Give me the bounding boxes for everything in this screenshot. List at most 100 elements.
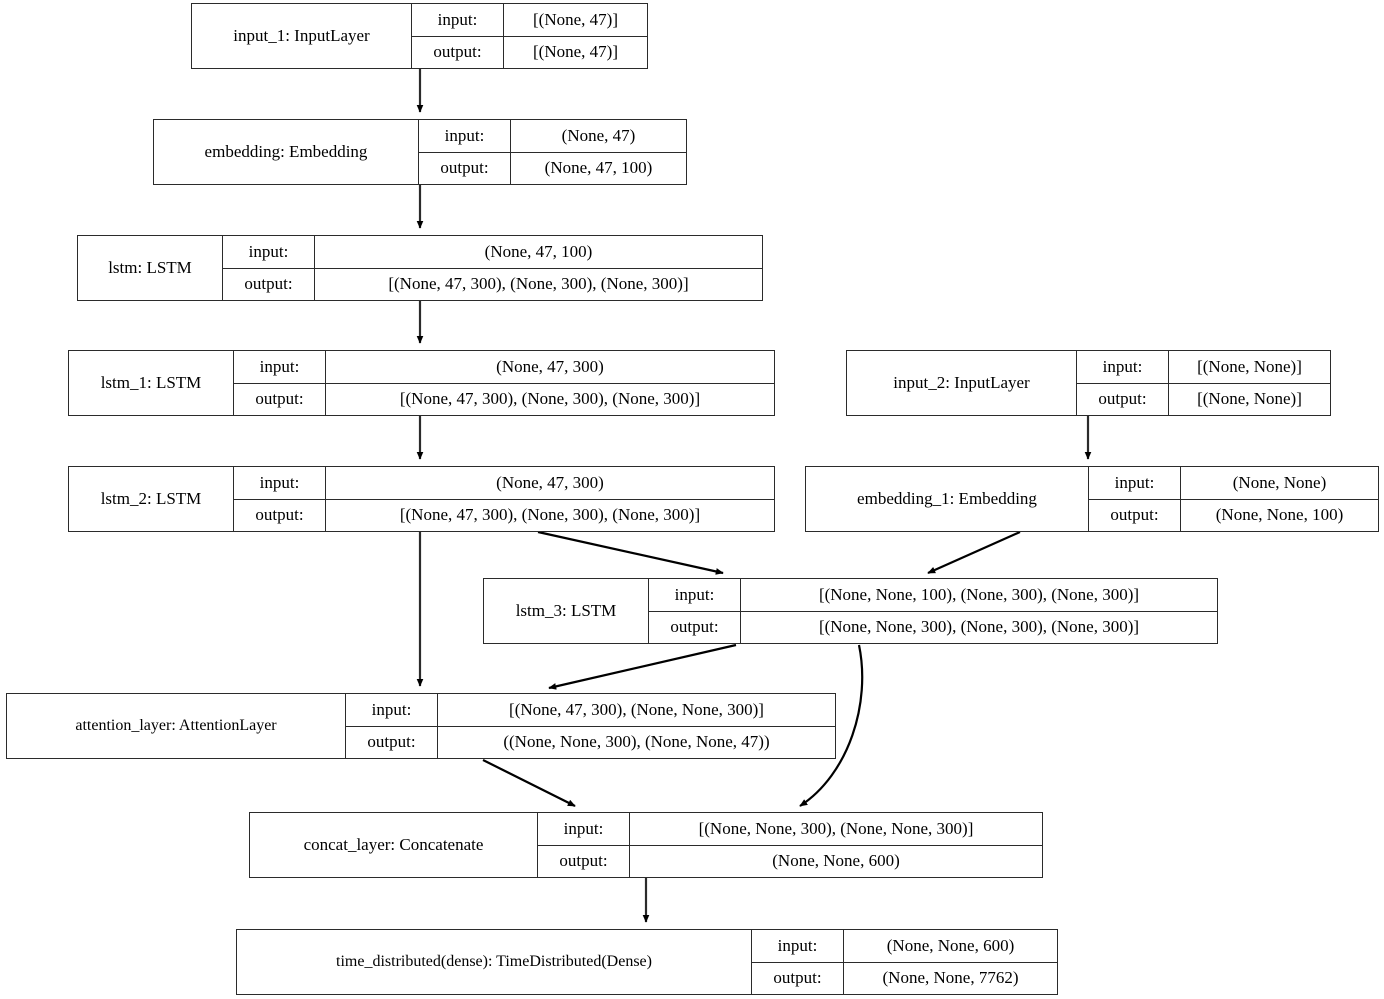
node-concat_layer-output-value: (None, None, 600) [772, 851, 900, 871]
node-lstm-input-value: (None, 47, 100) [484, 241, 593, 261]
node-embedding-input-row: input: (None, 47) [419, 120, 686, 153]
node-lstm_2-input-value: (None, 47, 300) [496, 472, 604, 492]
node-embedding_1-input-value: (None, None) [1232, 472, 1327, 492]
node-input_2-output-label: output: [1077, 383, 1169, 415]
node-attention_layer-input-label: input: [346, 694, 438, 726]
node-input_2-input-value: [(None, None)] [1197, 356, 1302, 376]
edge-embedding_1-to-lstm_3 [927, 530, 1021, 575]
node-embedding_1-input-label: input: [1089, 467, 1181, 499]
node-label-lstm_2: lstm_2: LSTM [69, 467, 234, 531]
node-lstm-input-row: input: (None, 47, 100) [223, 236, 762, 269]
node-io-lstm_3: input: [(None, None, 100), (None, 300), (… [649, 579, 1217, 643]
node-io-attention_layer: input: [(None, 47, 300), (None, None, 300… [346, 694, 835, 758]
node-embedding-output-label: output: [419, 152, 511, 184]
node-attention_layer-output-row: output: ((None, None, 300), (None, None, … [346, 726, 835, 758]
node-io-lstm_1: input:(None, 47, 300)output: [(None, 47, … [234, 351, 774, 415]
node-lstm_2-output-value: [(None, 47, 300), (None, 300), (None, 30… [399, 505, 701, 525]
node-attention_layer-output-label: output: [346, 726, 438, 758]
node-lstm-output-row: output: [(None, 47, 300), (None, 300), (N… [223, 268, 762, 300]
node-lstm_3-output-row: output: [(None, None, 300), (None, 300), … [649, 611, 1217, 643]
node-attention_layer-input-value: [(None, 47, 300), (None, None, 300)] [509, 699, 764, 719]
node-lstm_3-output-label: output: [649, 611, 741, 643]
node-time_distributed-output-value: (None, None, 7762) [882, 968, 1019, 988]
node-lstm_1-input-value: (None, 47, 300) [496, 356, 604, 376]
node-lstm_3-input-row: input: [(None, None, 100), (None, 300), (… [649, 579, 1217, 612]
node-io-input_1: input: [(None, 47)] output: [(None, 47)] [412, 4, 647, 68]
node-io-embedding_1: input: (None, None) output: (None, None, 10… [1089, 467, 1378, 531]
node-input_2-input-label: input: [1077, 351, 1169, 383]
node-embedding_1-output-label: output: [1089, 499, 1181, 531]
node-concat_layer-output-row: output: (None, None, 600) [538, 845, 1042, 877]
node-input_2-output-row: output: [(None, None)] [1077, 383, 1330, 415]
node-time_distributed-input-value: (None, None, 600) [886, 935, 1015, 955]
edge-lstm_2-to-lstm_3 [537, 530, 724, 575]
node-lstm_2-input-label: input: [234, 467, 326, 499]
node-lstm_2-output-row: output: [(None, 47, 300), (None, 300), (N… [234, 499, 774, 531]
edge-lstm_3-to-attention_layer [548, 643, 737, 690]
node-label-lstm_1: lstm_1: LSTM [69, 351, 234, 415]
node-label-lstm: lstm: LSTM [78, 236, 223, 300]
node-label-time_distributed: time_distributed(dense): TimeDistributed… [237, 930, 752, 994]
node-label-attention_layer: attention_layer: AttentionLayer [7, 694, 346, 758]
node-attention_layer-input-row: input: [(None, 47, 300), (None, None, 300… [346, 694, 835, 727]
node-attention_layer-output-value: ((None, None, 300), (None, None, 47)) [503, 732, 770, 752]
node-time_distributed-output-row: output: (None, None, 7762) [752, 962, 1057, 994]
node-embedding-output-row: output: (None, 47, 100) [419, 152, 686, 184]
node-label-embedding: embedding: Embedding [154, 120, 419, 184]
node-input_1-input-value: [(None, 47)] [533, 9, 618, 29]
node-time_distributed-input-row: input: (None, None, 600) [752, 930, 1057, 963]
node-embedding-input-value: (None, 47) [561, 125, 636, 145]
node-input_2-input-row: input: [(None, None)] [1077, 351, 1330, 384]
node-lstm_1-output-value: [(None, 47, 300), (None, 300), (None, 30… [399, 389, 701, 409]
node-lstm-output-value: [(None, 47, 300), (None, 300), (None, 30… [388, 274, 689, 294]
node-time_distributed-input-label: input: [752, 930, 844, 962]
node-concat_layer-input-value: [(None, None, 300), (None, None, 300)] [698, 818, 974, 838]
node-time_distributed-output-label: output: [752, 962, 844, 994]
node-concat_layer-output-label: output: [538, 845, 630, 877]
node-io-time_distributed: input: (None, None, 600) output: (None, Non… [752, 930, 1057, 994]
node-label-input_1: input_1: InputLayer [192, 4, 412, 68]
node-embedding_1-input-row: input: (None, None) [1089, 467, 1378, 500]
node-io-lstm: input: (None, 47, 100) output: [(None, 47, … [223, 236, 762, 300]
node-embedding-input-label: input: [419, 120, 511, 152]
node-io-concat_layer: input: [(None, None, 300), (None, None, 3… [538, 813, 1042, 877]
node-input_1-input-label: input: [412, 4, 504, 36]
node-input_1-output-label: output: [412, 36, 504, 68]
node-lstm_3-output-value: [(None, None, 300), (None, 300), (None, … [818, 617, 1140, 637]
node-lstm_2-input-row: input: (None, 47, 300) [234, 467, 774, 500]
node-concat_layer-input-label: input: [538, 813, 630, 845]
node-io-lstm_2: input: (None, 47, 300) output: [(None, 47, … [234, 467, 774, 531]
node-input_2-output-value: [(None, None)] [1197, 389, 1302, 409]
node-label-input_2: input_2: InputLayer [847, 351, 1077, 415]
node-lstm-output-label: output: [223, 268, 315, 300]
node-input_1-input-row: input: [(None, 47)] [412, 4, 647, 37]
edge-attention_layer-to-concat_layer [482, 759, 576, 807]
node-lstm-input-label: input: [223, 236, 315, 268]
node-embedding-output-value: (None, 47, 100) [544, 158, 653, 178]
node-label-lstm_3: lstm_3: LSTM [484, 579, 649, 643]
node-lstm_3-input-label: input: [649, 579, 741, 611]
node-input_1-output-value: [(None, 47)] [533, 42, 618, 62]
node-lstm_1-output-label: output: [234, 383, 326, 415]
node-embedding_1-output-value: (None, None, 100) [1215, 505, 1344, 525]
node-lstm_1-output-row: output: [(None, 47, 300), (None, 300), (N… [234, 383, 774, 415]
node-time_distributed[interactable]: time_distributed(dense): TimeDistributed… [236, 929, 1058, 995]
node-lstm_1-input-row: input:(None, 47, 300) [234, 351, 774, 384]
node-lstm_2-output-label: output: [234, 499, 326, 531]
node-label-embedding_1: embedding_1: Embedding [806, 467, 1089, 531]
node-concat_layer-input-row: input: [(None, None, 300), (None, None, 3… [538, 813, 1042, 846]
node-io-input_2: input: [(None, None)] output: [(None, None)… [1077, 351, 1330, 415]
node-lstm_3-input-value: [(None, None, 100), (None, 300), (None, … [818, 584, 1140, 604]
node-label-concat_layer: concat_layer: Concatenate [250, 813, 538, 877]
